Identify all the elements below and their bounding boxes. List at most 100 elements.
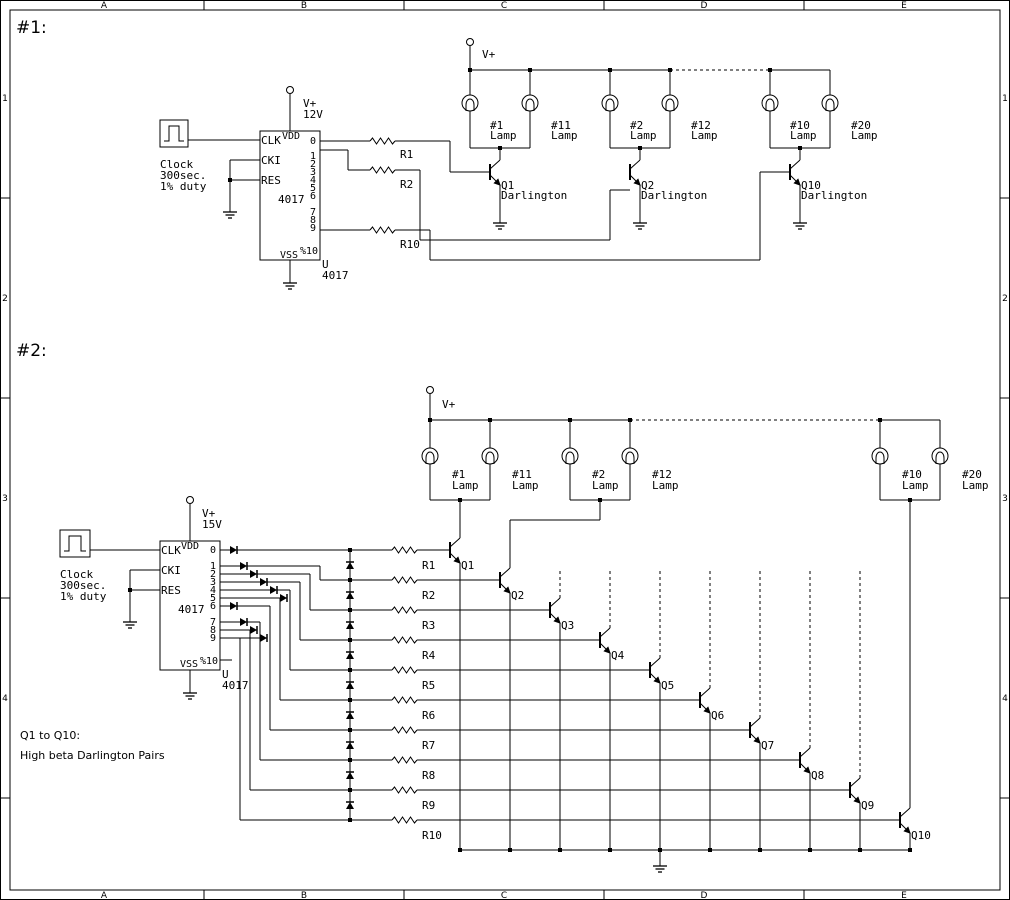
- resistor-label: R9: [422, 799, 435, 812]
- resistor-label: R2: [422, 589, 435, 602]
- diode: [280, 594, 288, 602]
- ic-output-pin: 2: [310, 159, 316, 170]
- junction-dot: [128, 588, 132, 592]
- diode: [346, 591, 354, 599]
- resistor: [391, 756, 418, 764]
- border-inner: [9, 9, 1001, 891]
- junction-dot: [798, 146, 802, 150]
- transistor-ref: Q2: [641, 179, 654, 192]
- junction-dot: [758, 848, 762, 852]
- npn-transistor: [629, 159, 641, 186]
- npn-transistor: [849, 777, 861, 804]
- lamp-symbol: [621, 447, 639, 465]
- npn-transistor: [789, 159, 801, 186]
- lamp-symbol: [561, 447, 579, 465]
- lamp-number: #2: [630, 119, 643, 132]
- ic-pin-vdd: VDD: [282, 131, 300, 142]
- ground-symbol: [123, 621, 137, 629]
- transistor-ref: Q10: [911, 829, 931, 842]
- transistor-ref: Q9: [861, 799, 874, 812]
- power-terminal: [186, 496, 194, 504]
- ic-output-pin: 1: [210, 561, 216, 572]
- lamp-number: #11: [512, 468, 532, 481]
- resistor-label: R6: [422, 709, 435, 722]
- resistor-label: R2: [400, 178, 413, 191]
- resistor: [369, 226, 396, 234]
- clock-label: 1% duty: [160, 180, 207, 193]
- row-label: 4: [2, 694, 8, 704]
- lamp-word: Lamp: [902, 479, 929, 492]
- lamp-symbol: [481, 447, 499, 465]
- clock-label: Clock: [60, 568, 93, 581]
- junction-dot: [708, 848, 712, 852]
- diode: [270, 586, 278, 594]
- ic-output-pin: 5: [310, 183, 316, 194]
- clock-source: [59, 529, 91, 558]
- diode: [346, 801, 354, 809]
- row-label: 3: [2, 494, 8, 504]
- transistor-ref: Q10: [801, 179, 821, 192]
- ic-pin-clk: CLK: [161, 544, 181, 557]
- junction-dot: [768, 68, 772, 72]
- ic-ref: U: [322, 258, 329, 271]
- lamp-word: Lamp: [630, 129, 657, 142]
- diode: [230, 546, 238, 554]
- junction-dot: [508, 848, 512, 852]
- lamp-symbol: [821, 94, 839, 112]
- ic-name: 4017: [278, 193, 305, 206]
- ground-symbol: [653, 865, 667, 873]
- supply-voltage: 15V: [202, 518, 222, 531]
- lamp-symbol: [661, 94, 679, 112]
- row-label: 3: [1002, 494, 1008, 504]
- junction-dot: [488, 418, 492, 422]
- junction-dot: [608, 848, 612, 852]
- row-label: 2: [1002, 294, 1008, 304]
- resistor-label: R10: [400, 238, 420, 251]
- lamp-number: #20: [851, 119, 871, 132]
- ic-ref: U: [222, 668, 229, 681]
- ic-pin-res: RES: [161, 584, 181, 597]
- ic-output-pin: 8: [210, 625, 216, 636]
- transistor-ref: Q6: [711, 709, 724, 722]
- junction-dot: [878, 418, 882, 422]
- junction-dot: [348, 788, 352, 792]
- ic-output-pin: 4: [210, 585, 216, 596]
- diode: [240, 618, 248, 626]
- diode: [260, 578, 268, 586]
- circuit-1-heading: #1:: [16, 18, 47, 38]
- row-label: 4: [1002, 694, 1008, 704]
- resistor: [391, 546, 418, 554]
- column-label: A: [101, 1, 108, 11]
- lamp-word: Lamp: [851, 129, 878, 142]
- diode: [260, 634, 268, 642]
- diode: [250, 626, 258, 634]
- ic-pin-vdd: VDD: [181, 541, 199, 552]
- junction-dot: [458, 498, 462, 502]
- ic-4017-body: [259, 130, 321, 261]
- ground-symbol: [793, 222, 807, 230]
- lamp-number: #1: [490, 119, 503, 132]
- lamp-symbol: [761, 94, 779, 112]
- diode: [346, 681, 354, 689]
- junction-dot: [348, 638, 352, 642]
- clock-source: [159, 119, 189, 148]
- junction-dot: [348, 578, 352, 582]
- resistor: [369, 137, 396, 145]
- power-terminal: [286, 86, 294, 94]
- ic-pin-clk: CLK: [261, 134, 281, 147]
- diode: [346, 741, 354, 749]
- junction-dot: [558, 848, 562, 852]
- ic-output-pin: 4: [310, 175, 316, 186]
- lamp-word: Lamp: [652, 479, 679, 492]
- ic-carry-pin: %10: [300, 246, 318, 257]
- junction-dot: [348, 728, 352, 732]
- diode: [250, 570, 258, 578]
- resistor-label: R10: [422, 829, 442, 842]
- ground-symbol: [283, 282, 297, 290]
- npn-transistor: [799, 747, 811, 774]
- npn-transistor: [899, 807, 911, 834]
- lamp-symbol: [931, 447, 949, 465]
- supply-label: V+: [442, 398, 456, 411]
